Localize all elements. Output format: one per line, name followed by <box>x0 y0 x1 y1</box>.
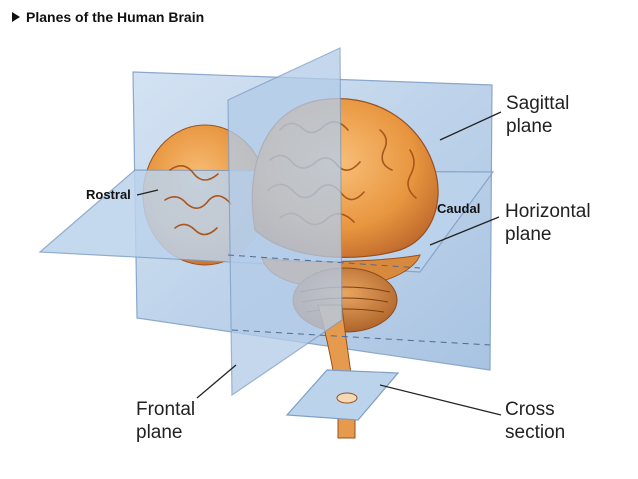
horizontal-label-line2: plane <box>505 224 552 245</box>
horizontal-label-line1: Horizontal <box>505 201 591 222</box>
frontal-plane-label: Frontal plane <box>136 398 195 444</box>
cross-section-label: Cross section <box>505 398 565 444</box>
horizontal-plane-label: Horizontal plane <box>505 200 591 246</box>
frontal-label-line2: plane <box>136 422 183 443</box>
title-text: Planes of the Human Brain <box>26 9 205 25</box>
sagittal-label-line2: plane <box>506 116 553 137</box>
caudal-label: Caudal <box>437 201 481 216</box>
cross-label-line2: section <box>505 422 566 443</box>
cross-section-cut <box>336 392 358 404</box>
leader-lines <box>136 111 502 416</box>
frontal-label-line1: Frontal <box>136 399 196 420</box>
frontal-plane <box>227 47 343 397</box>
rostral-label: Rostral <box>86 187 131 202</box>
sagittal-plane-label: Sagittal plane <box>506 92 569 138</box>
bullet-triangle-icon <box>12 12 20 22</box>
sagittal-label-line1: Sagittal <box>506 93 570 114</box>
diagram-title: Planes of the Human Brain <box>12 9 204 25</box>
cross-label-line1: Cross <box>505 399 555 420</box>
